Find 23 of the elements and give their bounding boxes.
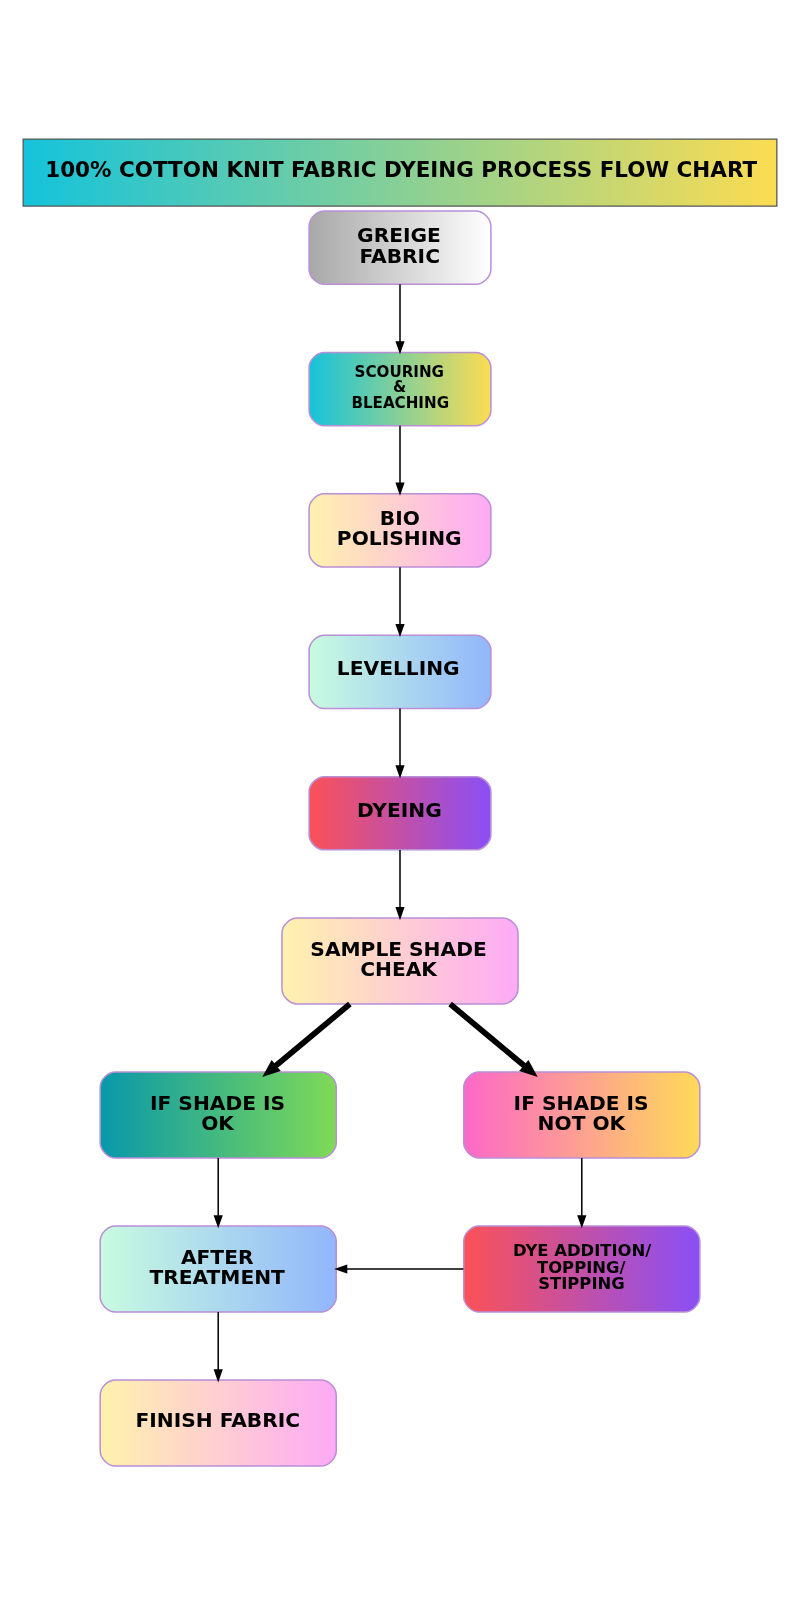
arrow (395, 566, 405, 638)
arrow (395, 707, 405, 779)
node-box: LEVELLING (308, 634, 492, 710)
node-box: IF SHADE IS NOT OK (463, 1071, 701, 1159)
arrow (395, 849, 405, 921)
node-box: IF SHADE IS OK (99, 1071, 337, 1159)
node-box: AFTER TREATMENT (99, 1225, 337, 1313)
node-box: SCOURING & BLEACHING (308, 351, 492, 427)
arrow (213, 1157, 223, 1229)
arrow (395, 424, 405, 496)
node-box: DYE ADDITION/ TOPPING/ STIPPING (463, 1225, 701, 1313)
node-box: BIO POLISHING (308, 493, 492, 568)
arrow (334, 1264, 465, 1274)
arrow (395, 283, 405, 355)
node-box: SAMPLE SHADE CHEAK (281, 917, 519, 1005)
node-box: GREIGE FABRIC (308, 210, 492, 286)
arrow (577, 1157, 587, 1229)
node-box: FINISH FABRIC (99, 1379, 337, 1467)
arrow (448, 1001, 538, 1078)
arrow (262, 1001, 352, 1078)
arrow (213, 1311, 223, 1383)
diagram-title: 100% COTTON KNIT FABRIC DYEING PROCESS FLOW CHART (45, 157, 758, 183)
node-box: DYEING (308, 775, 492, 851)
